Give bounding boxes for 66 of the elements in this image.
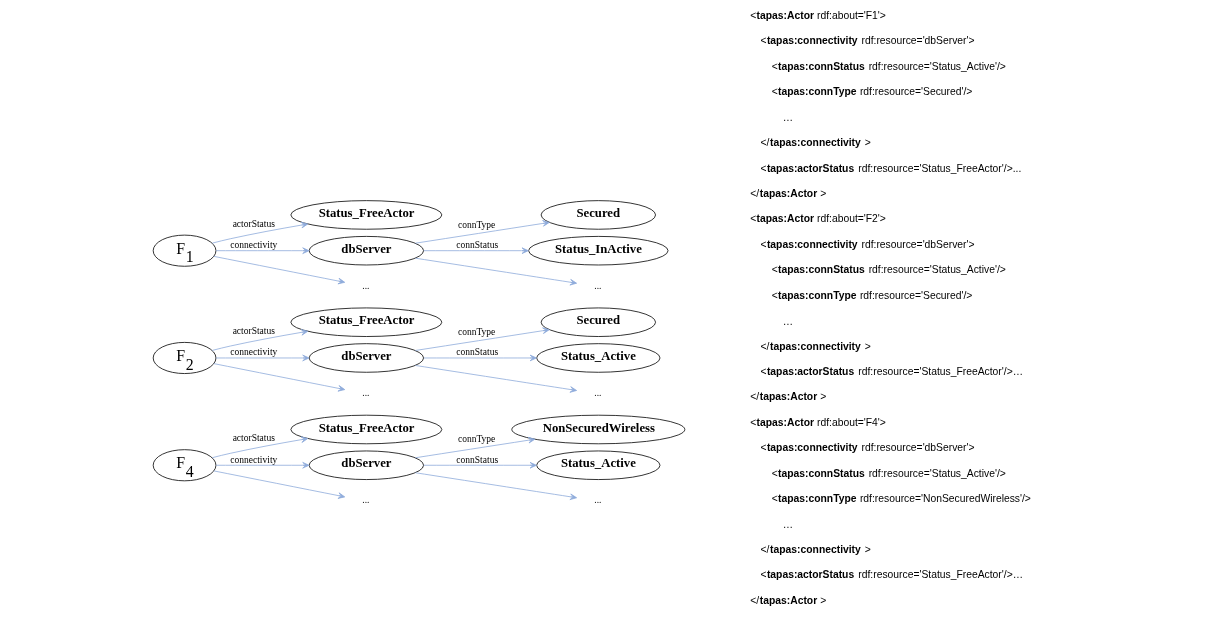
arrow (415, 472, 577, 500)
node-text: ... (594, 495, 602, 506)
edge-label: connType (457, 220, 496, 231)
arrow (211, 221, 309, 244)
arrow (423, 247, 529, 254)
edge-label: connType (457, 326, 496, 337)
label: … (782, 315, 794, 327)
node-text: ... (362, 388, 370, 399)
arrow (415, 327, 550, 351)
node-ellipse: dbServer (308, 236, 424, 266)
label: <tapas:connectivity rdf:resource='dbServer'> (760, 238, 975, 250)
arrow (415, 257, 577, 286)
arrow (213, 470, 346, 499)
label: <tapas:connectivity rdf:resource='dbServer'> (760, 442, 975, 454)
arrow (415, 436, 536, 459)
label: <tapas:connStatus rdf:resource='Status_Active'/> (771, 467, 1006, 479)
label: … (782, 112, 794, 124)
arrow (215, 247, 310, 254)
arrow (211, 329, 309, 351)
node-text: ... (362, 495, 370, 506)
node-ellipse: dbServer (308, 450, 424, 480)
label: <tapas:actorStatus rdf:resource='Status_FreeActor'/>… (760, 365, 1024, 377)
node-ellipse: Status_Active (536, 343, 661, 373)
edge-label: connectivity (230, 239, 278, 250)
edge-label: connectivity (230, 454, 278, 465)
label: <tapas:connType rdf:resource='Secured'/> (771, 86, 973, 98)
label: <tapas:Actor rdf:about='F2'> (750, 213, 886, 225)
label: <tapas:connStatus rdf:resource='Status_Active'/> (771, 60, 1006, 72)
edge-label: actorStatus (232, 325, 275, 336)
arrow (213, 363, 346, 392)
label: <tapas:connType rdf:resource='Secured'/> (771, 289, 973, 301)
edge-label: connStatus (456, 347, 499, 358)
edge-label: actorStatus (232, 433, 275, 444)
label: … (782, 519, 794, 531)
label: </tapas:Actor> (750, 594, 827, 606)
arrow (215, 354, 310, 362)
edge-label: connStatus (456, 239, 499, 250)
edge-label: connStatus (456, 454, 499, 465)
label: <tapas:actorStatus rdf:resource='Status_FreeActor'/>… (760, 569, 1024, 581)
node-ellipse: dbServer (308, 343, 424, 373)
node-ellipse: Status_InActive (528, 236, 669, 266)
label: <tapas:Actor rdf:about='F1'> (750, 9, 886, 21)
label: <tapas:connStatus rdf:resource='Status_Active'/> (771, 264, 1006, 276)
label: <tapas:connType rdf:resource='NonSecuredWireless'/> (771, 493, 1031, 505)
label: </tapas:Actor> (750, 391, 827, 403)
label: </tapas:connectivity> (760, 340, 871, 352)
arrow (213, 255, 346, 285)
label: </tapas:connectivity> (760, 137, 871, 149)
arrow (415, 220, 550, 244)
node-text: ... (362, 280, 370, 291)
label: </tapas:Actor> (750, 187, 827, 199)
arrow (423, 462, 537, 469)
label: <tapas:actorStatus rdf:resource='Status_FreeActor'/>... (760, 162, 1022, 174)
edge-label: connType (457, 433, 496, 444)
label: <tapas:connectivity rdf:resource='dbServer'> (760, 35, 975, 47)
node-ellipse: Status_Active (536, 450, 661, 480)
arrow (215, 462, 310, 469)
label: <tapas:Actor rdf:about='F4'> (750, 416, 886, 428)
arrow (423, 354, 537, 362)
arrow (211, 436, 309, 459)
arrow (415, 365, 577, 393)
node-text: ... (594, 280, 602, 291)
edge-label: actorStatus (232, 219, 275, 230)
node-text: ... (594, 388, 602, 399)
edge-label: connectivity (230, 347, 278, 358)
label: </tapas:connectivity> (760, 543, 871, 555)
